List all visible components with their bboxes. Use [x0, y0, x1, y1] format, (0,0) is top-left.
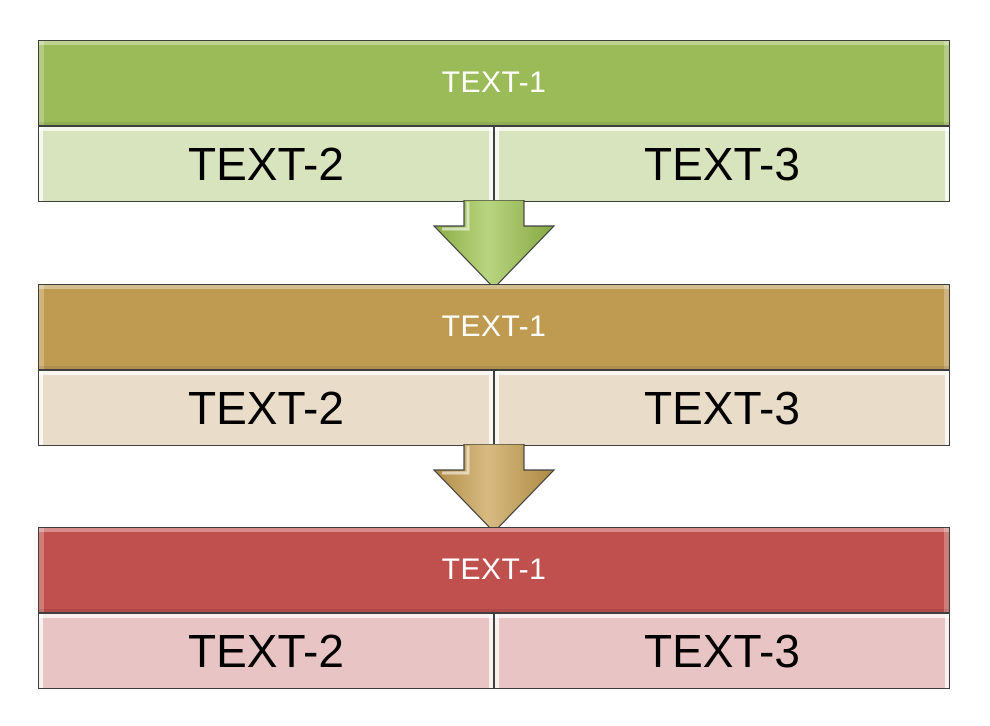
stage-header: TEXT-1 [38, 527, 950, 613]
arrow-down-icon [432, 444, 556, 533]
stage-cell-right-label: TEXT-3 [644, 138, 800, 190]
stage-cell-right: TEXT-3 [494, 126, 950, 202]
stage-cell-right-label: TEXT-3 [644, 382, 800, 434]
stage-cell-right: TEXT-3 [494, 370, 950, 446]
stage-block-1: TEXT-1 TEXT-2 TEXT-3 [38, 40, 950, 202]
stage-cell-left: TEXT-2 [38, 370, 494, 446]
arrow-shape [432, 444, 556, 533]
stage-cell-left: TEXT-2 [38, 126, 494, 202]
stage-header-label: TEXT-1 [441, 553, 547, 586]
stage-header: TEXT-1 [38, 284, 950, 370]
stage-cell-right: TEXT-3 [494, 613, 950, 689]
stage-cell-left-label: TEXT-2 [188, 138, 344, 190]
stage-cell-right-label: TEXT-3 [644, 625, 800, 677]
stage-header-label: TEXT-1 [441, 66, 547, 99]
stage-block-2: TEXT-1 TEXT-2 TEXT-3 [38, 284, 950, 446]
stage-header-label: TEXT-1 [441, 310, 547, 343]
arrow-down-icon [432, 200, 556, 289]
arrow-shape [432, 200, 556, 289]
stage-header: TEXT-1 [38, 40, 950, 126]
stage-block-3: TEXT-1 TEXT-2 TEXT-3 [38, 527, 950, 689]
stage-cell-left-label: TEXT-2 [188, 382, 344, 434]
stage-cell-left: TEXT-2 [38, 613, 494, 689]
stage-cell-left-label: TEXT-2 [188, 625, 344, 677]
